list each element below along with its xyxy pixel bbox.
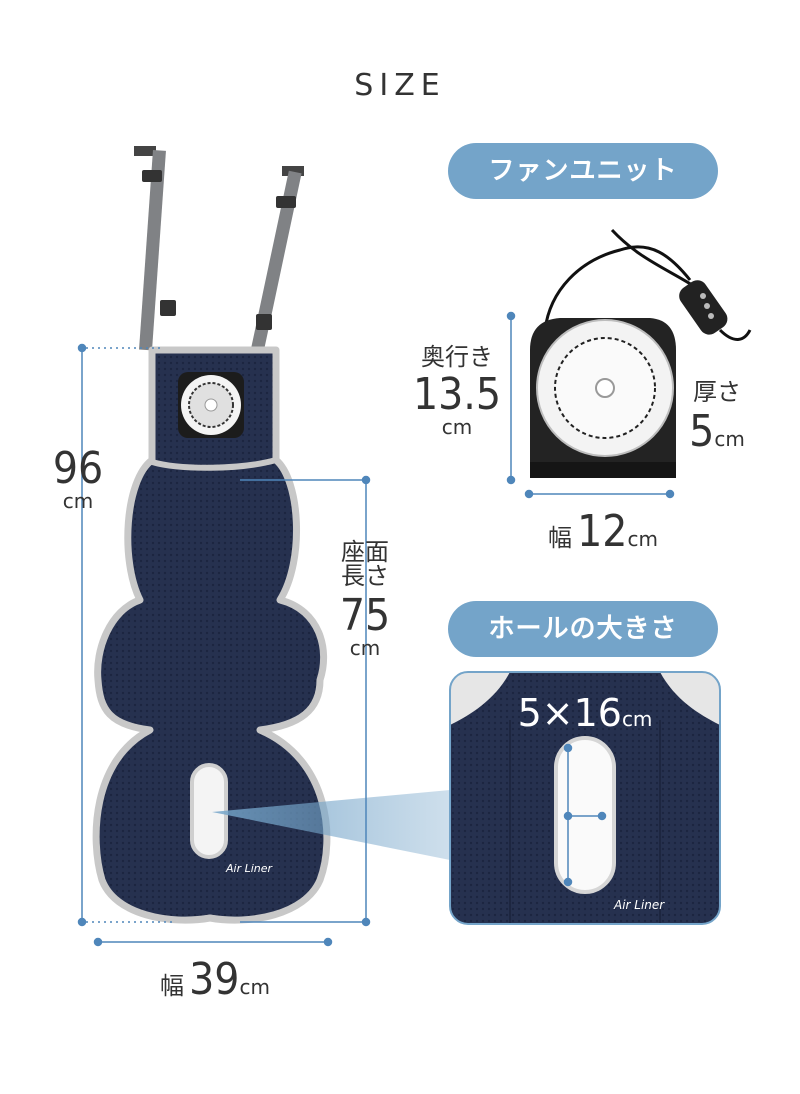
fan-thickness-label: 厚さ (693, 378, 741, 406)
seat-pad (92, 346, 331, 924)
seat-width-dimension: 幅 39cm (150, 958, 280, 1002)
hole-brand-logo: Air Liner (614, 898, 665, 912)
seat-height-value: 96 (52, 443, 104, 494)
fan-depth-dimension: 奥行き 13.5 cm (412, 345, 502, 437)
seat-length-value: 75 (339, 590, 391, 641)
page-title: SIZE (354, 68, 446, 103)
fan-thickness-unit: cm (714, 427, 745, 451)
fan-depth-unit: cm (441, 415, 473, 439)
fan-depth-label: 奥行き (421, 343, 493, 371)
hole-zoom-image (450, 672, 720, 924)
seat-width-label: 幅 (160, 972, 185, 1000)
seat-fan (178, 372, 244, 438)
seat-length-dimension: 座面 長さ 75 cm (330, 540, 400, 658)
fan-depth-value: 13.5 (412, 369, 502, 420)
fan-width-unit: cm (627, 527, 658, 551)
seat-width-value: 39 (189, 954, 240, 1005)
fan-thickness-dimension: 厚さ 5cm (682, 380, 752, 454)
fan-width-value: 12 (577, 506, 628, 557)
seat-height-unit: cm (62, 489, 94, 513)
hole-size-dimension: 5×16cm (500, 694, 670, 732)
fan-unit-image (530, 228, 752, 478)
fan-width-dimension: 幅 12cm (538, 510, 668, 554)
seat-length-label-2: 長さ (341, 562, 389, 590)
hole-size-value: 5×16 (517, 691, 622, 735)
seat-brand-logo: Air Liner (226, 862, 273, 875)
seat-length-unit: cm (349, 636, 381, 660)
hole-size-pill: ホールの大きさ (448, 601, 718, 657)
fan-unit-pill: ファンユニット (448, 143, 718, 199)
harness-straps (134, 146, 304, 351)
hole-size-unit: cm (621, 707, 653, 731)
fan-width-label: 幅 (548, 524, 573, 552)
seat-hole (190, 763, 228, 859)
fan-thickness-value: 5 (689, 406, 715, 457)
seat-height-dimension: 96 cm (48, 443, 108, 513)
seat-width-unit: cm (239, 975, 270, 999)
seat-length-label-1: 座面 (341, 538, 389, 566)
